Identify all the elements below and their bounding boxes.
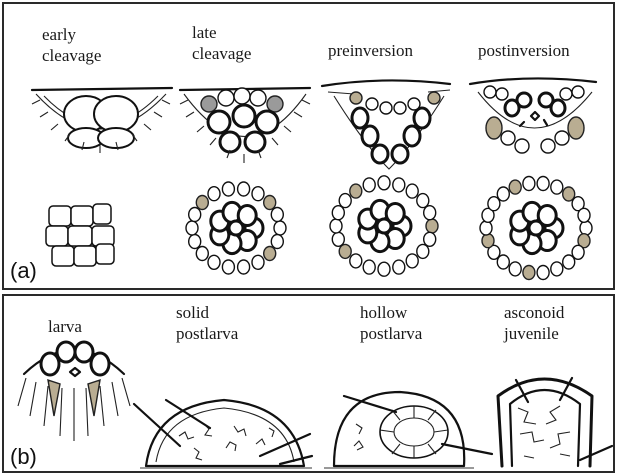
panel-a: early cleavage late cleavage preinversio… — [2, 2, 615, 290]
asconoid-juvenile-drawing — [498, 378, 612, 466]
preinversion-side-embryo — [322, 80, 450, 169]
panel-b: larva solid postlarva hollow postlarva a… — [2, 294, 615, 473]
larva-drawing — [18, 342, 130, 441]
panel-a-drawings — [4, 4, 617, 292]
late-cleavage-top-embryo — [186, 182, 286, 274]
early-cleavage-top-embryo — [46, 204, 114, 266]
late-cleavage-side-embryo — [180, 88, 310, 163]
postinversion-side-embryo — [470, 78, 596, 153]
preinversion-top-embryo — [330, 176, 438, 276]
early-cleavage-side-embryo — [32, 88, 172, 153]
top-view-rosettes — [186, 176, 592, 280]
postinversion-top-embryo — [480, 177, 592, 280]
solid-postlarva-drawing — [134, 400, 312, 468]
hollow-postlarva-drawing — [324, 392, 492, 468]
panel-b-drawings — [4, 296, 617, 475]
